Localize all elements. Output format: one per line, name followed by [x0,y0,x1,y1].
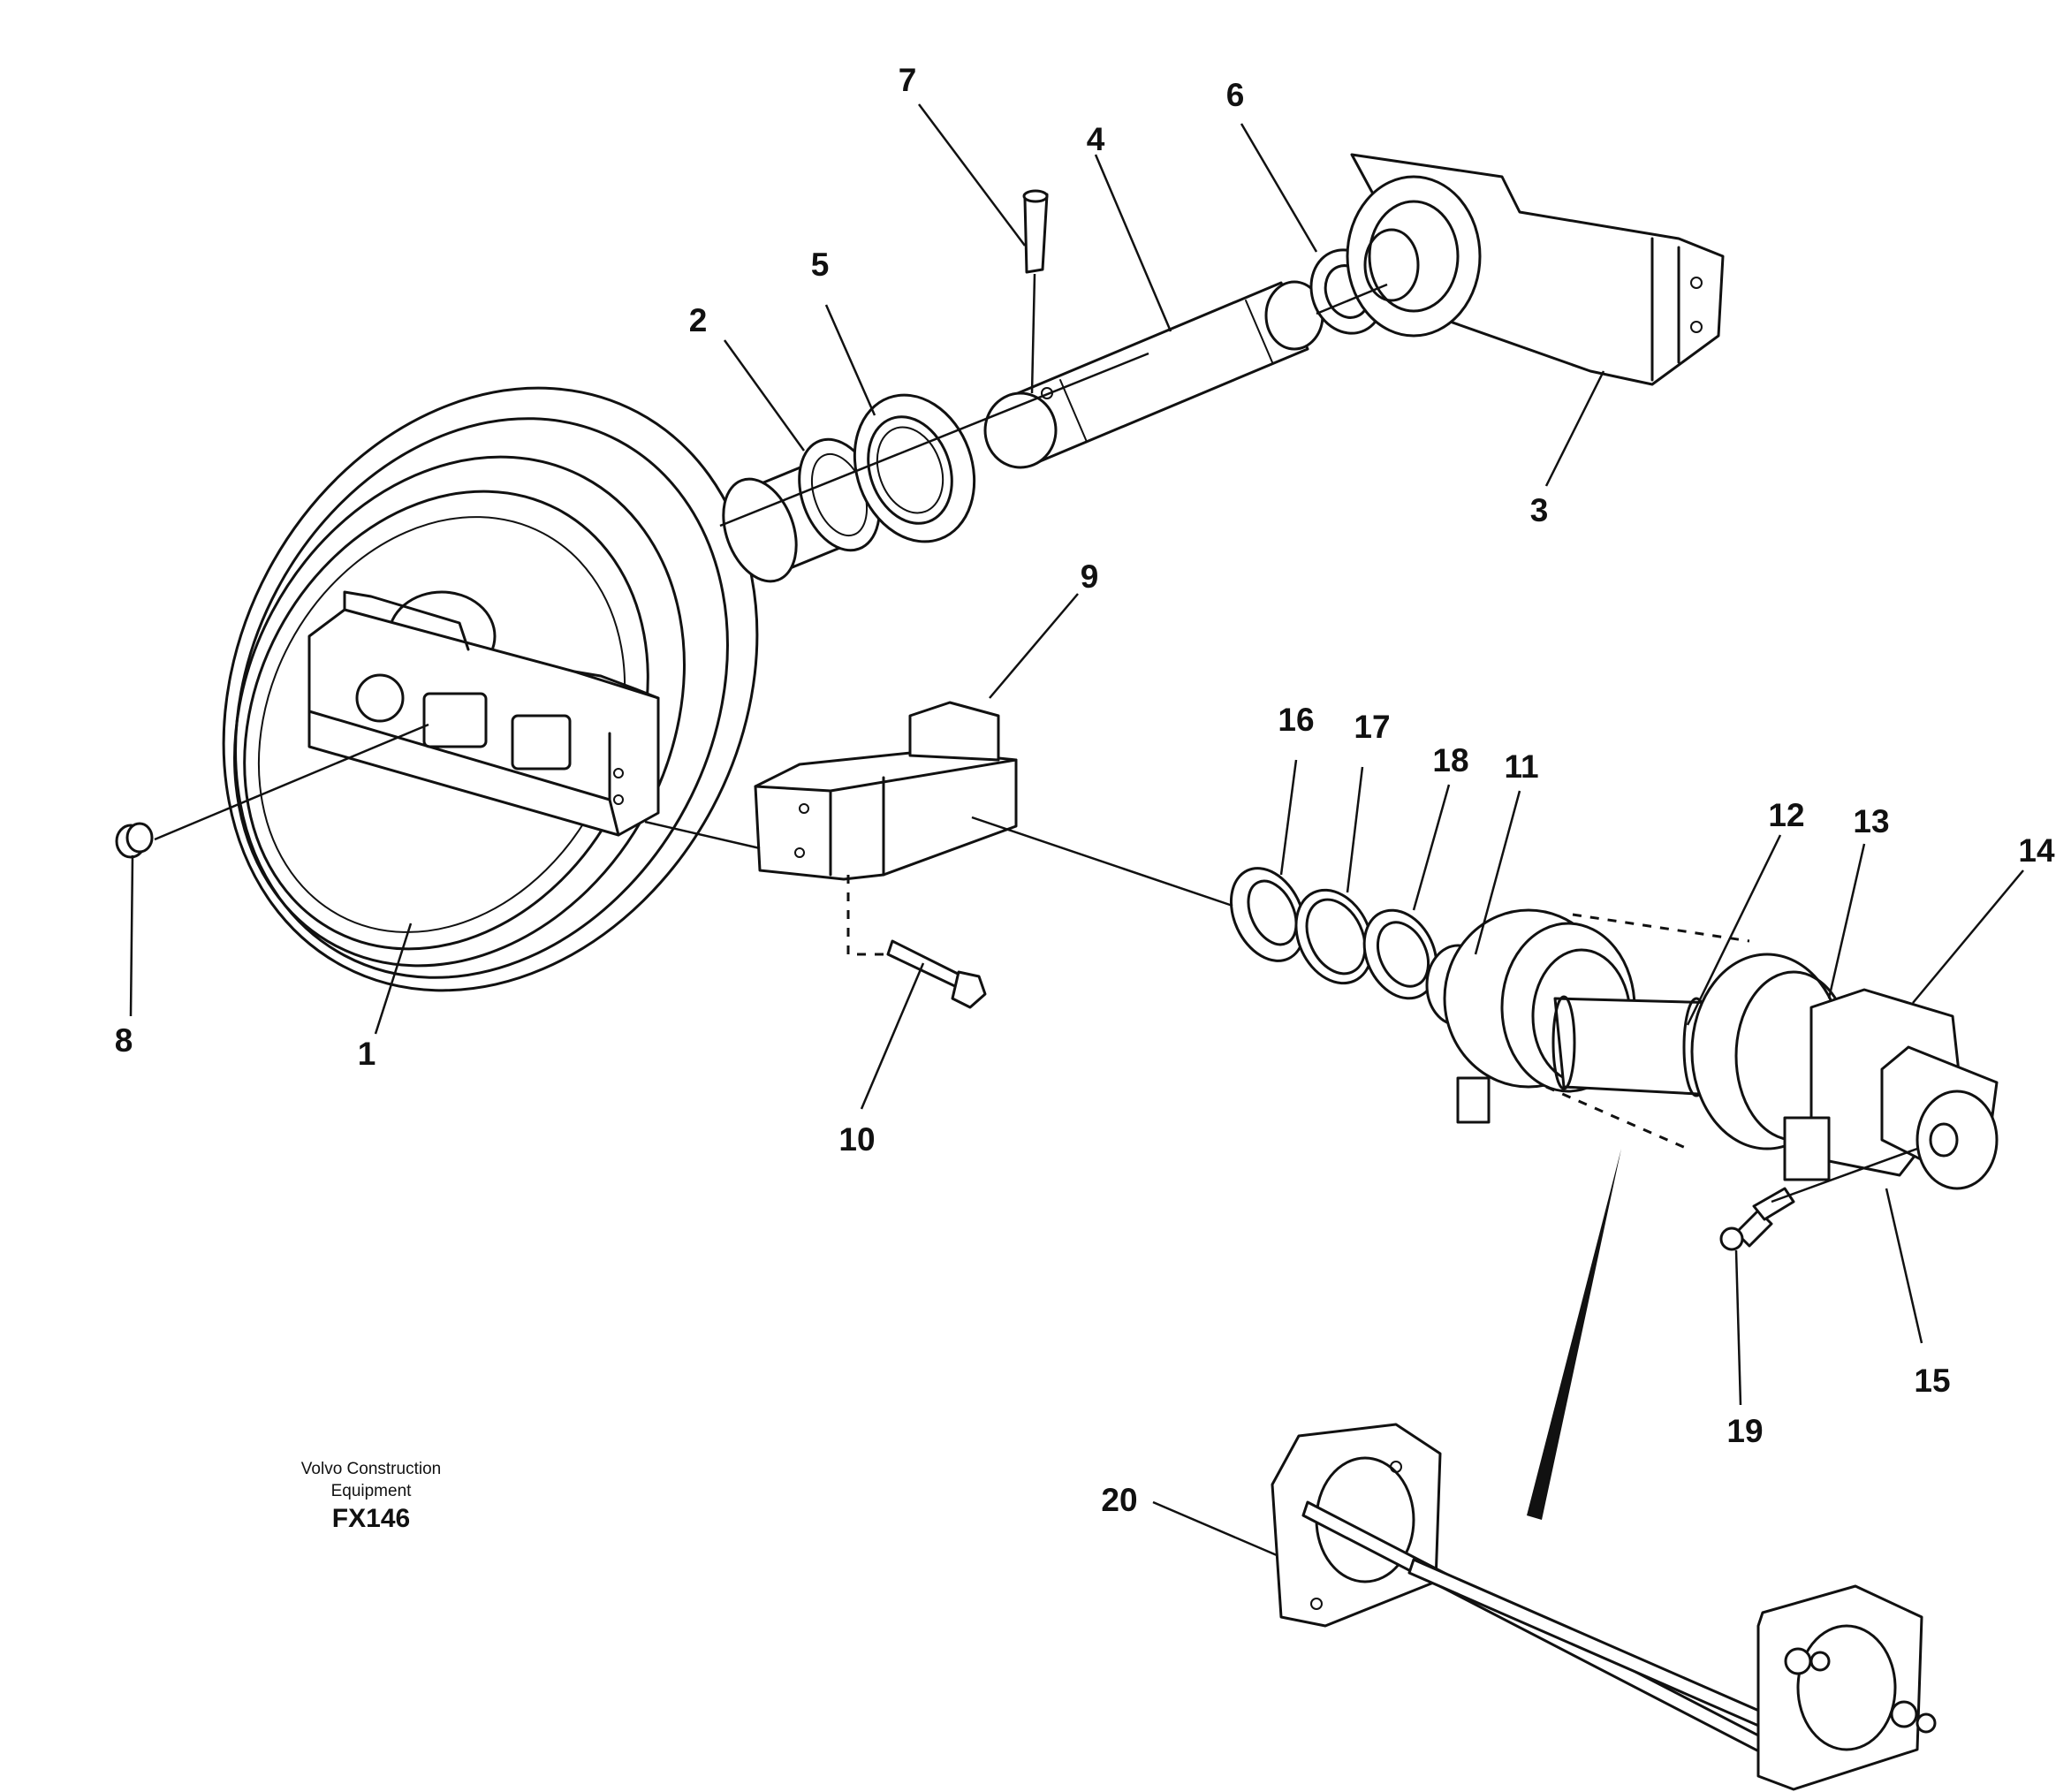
assembly-lines [154,273,1918,1204]
label-part-10: 10 [838,1121,875,1158]
label-part-3: 3 [1530,492,1549,528]
label-part-7: 7 [899,62,917,98]
pointer-arrow [1527,1149,1621,1520]
credit-line-1: Volvo Construction [301,1460,441,1478]
tool-part-20 [1271,1423,1937,1791]
credit-line-2: Equipment [331,1482,413,1500]
plug-part-8 [115,822,154,859]
label-part-17: 17 [1354,709,1390,745]
label-leaders [129,103,2024,1557]
label-part-2: 2 [689,302,708,338]
seal-ring-part-5 [853,393,976,543]
block-part-9 [754,701,1018,881]
roller-assembly [1443,908,1999,1190]
label-part-6: 6 [1226,77,1245,113]
label-part-19: 19 [1726,1413,1763,1449]
seal-ring-part-18 [1362,908,1438,1000]
label-part-20: 20 [1101,1482,1137,1518]
label-part-15: 15 [1914,1363,1950,1399]
o-ring-part-17 [1294,888,1374,985]
label-part-14: 14 [2018,832,2055,869]
label-part-8: 8 [115,1022,133,1059]
label-part-12: 12 [1768,797,1804,833]
label-part-5: 5 [811,247,830,283]
figure-code: FX146 [332,1504,410,1533]
part-number-labels: 1 2 3 4 5 6 7 8 9 10 11 12 13 14 15 16 1… [115,62,2055,1518]
label-part-18: 18 [1432,742,1468,778]
seal-ring-part-16 [1229,867,1307,962]
label-part-16: 16 [1278,702,1314,738]
credit-block: Volvo Construction Equipment FX146 [301,1460,441,1533]
label-part-13: 13 [1853,803,1889,839]
shaft-part-4 [983,280,1324,469]
bracket-part-3 [1346,153,1725,386]
bolt-part-10 [886,939,987,1009]
label-part-11: 11 [1504,748,1538,785]
label-part-1: 1 [358,1036,376,1072]
label-part-4: 4 [1087,121,1105,157]
label-part-9: 9 [1081,558,1099,595]
pin-part-7 [1022,189,1049,274]
idler-wheel-part-1 [222,386,759,992]
